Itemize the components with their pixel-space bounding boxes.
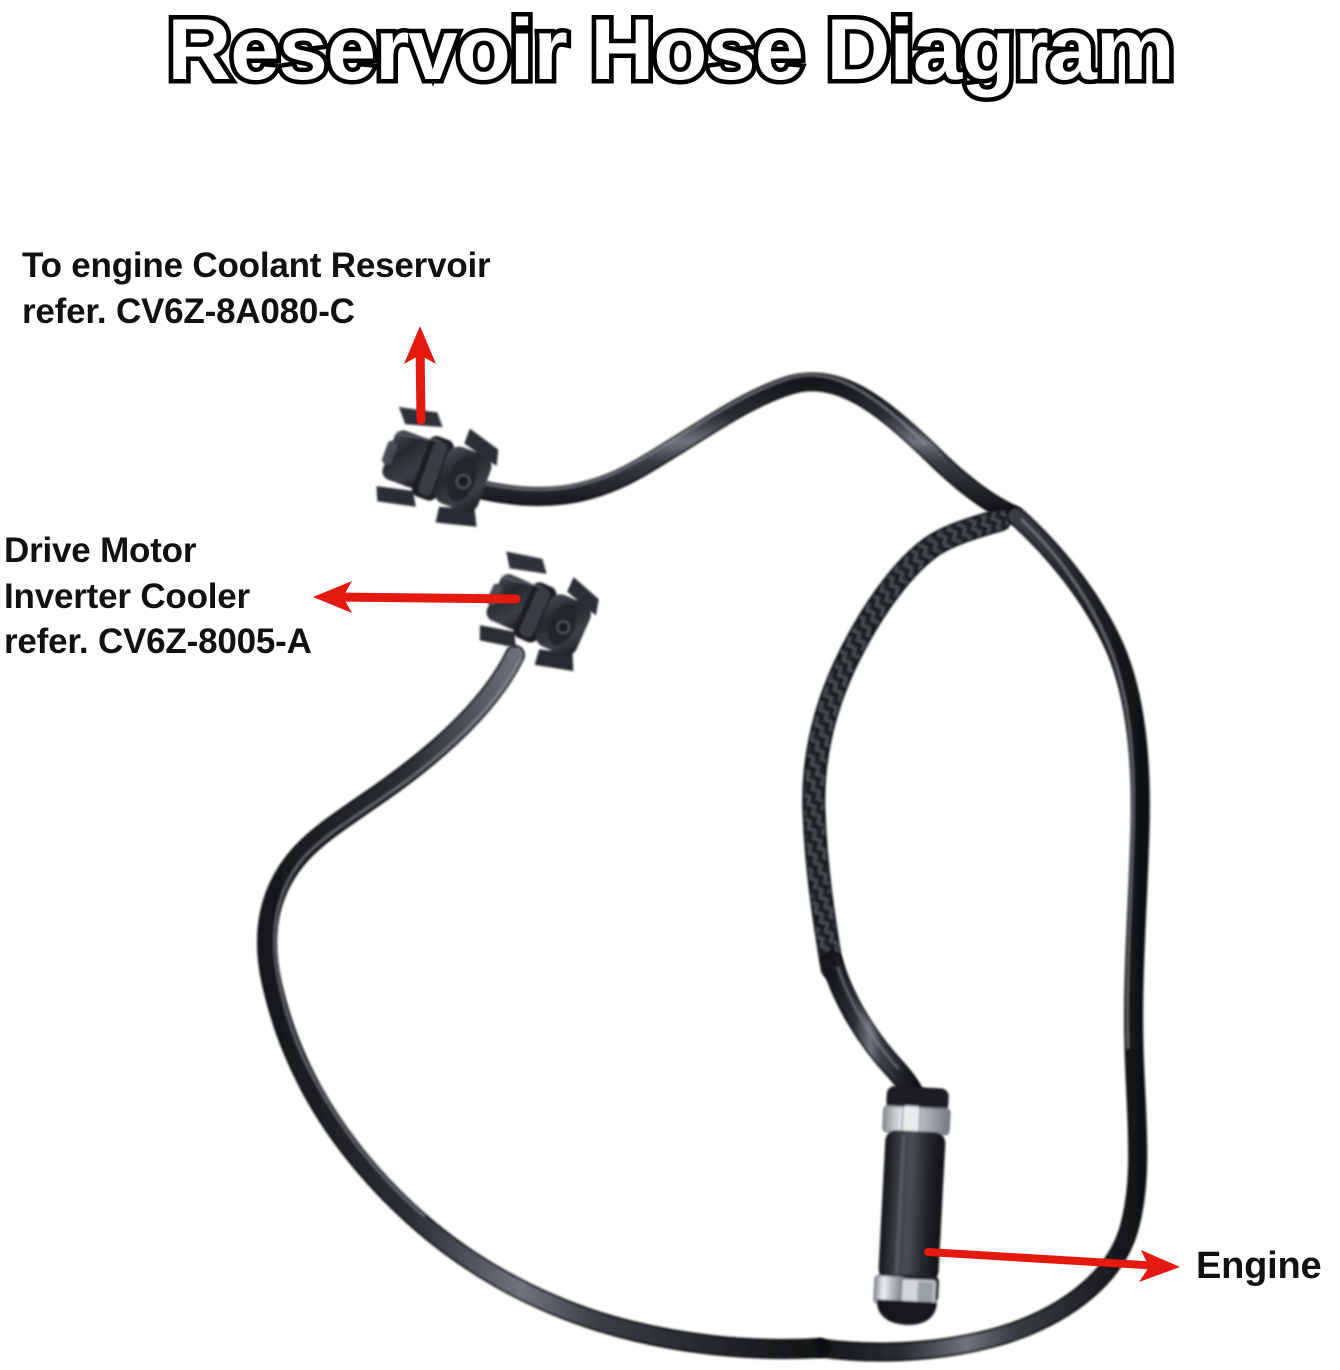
- callout-label-engine: Engine: [1196, 1245, 1322, 1287]
- hose-lower-left: [257, 645, 830, 1359]
- quick-connect-inverter: [479, 551, 599, 672]
- callout-label-reservoir: To engine Coolant Reservoir refer. CV6Z-…: [22, 246, 491, 331]
- hose-right-loop: [810, 506, 1150, 1362]
- hose-upper: [460, 372, 1022, 524]
- engine-end-fitting: [873, 1085, 951, 1325]
- hose-to-engine-fitting: [821, 951, 926, 1109]
- callout-label-inverter: Drive Motor Inverter Cooler refer. CV6Z-…: [4, 531, 312, 661]
- arrow-engine: [924, 1248, 1180, 1282]
- arrow-reservoir: [404, 326, 436, 425]
- quick-connect-reservoir: [376, 406, 499, 527]
- arrow-inverter: [313, 581, 521, 613]
- braided-sleeve: [802, 508, 1012, 980]
